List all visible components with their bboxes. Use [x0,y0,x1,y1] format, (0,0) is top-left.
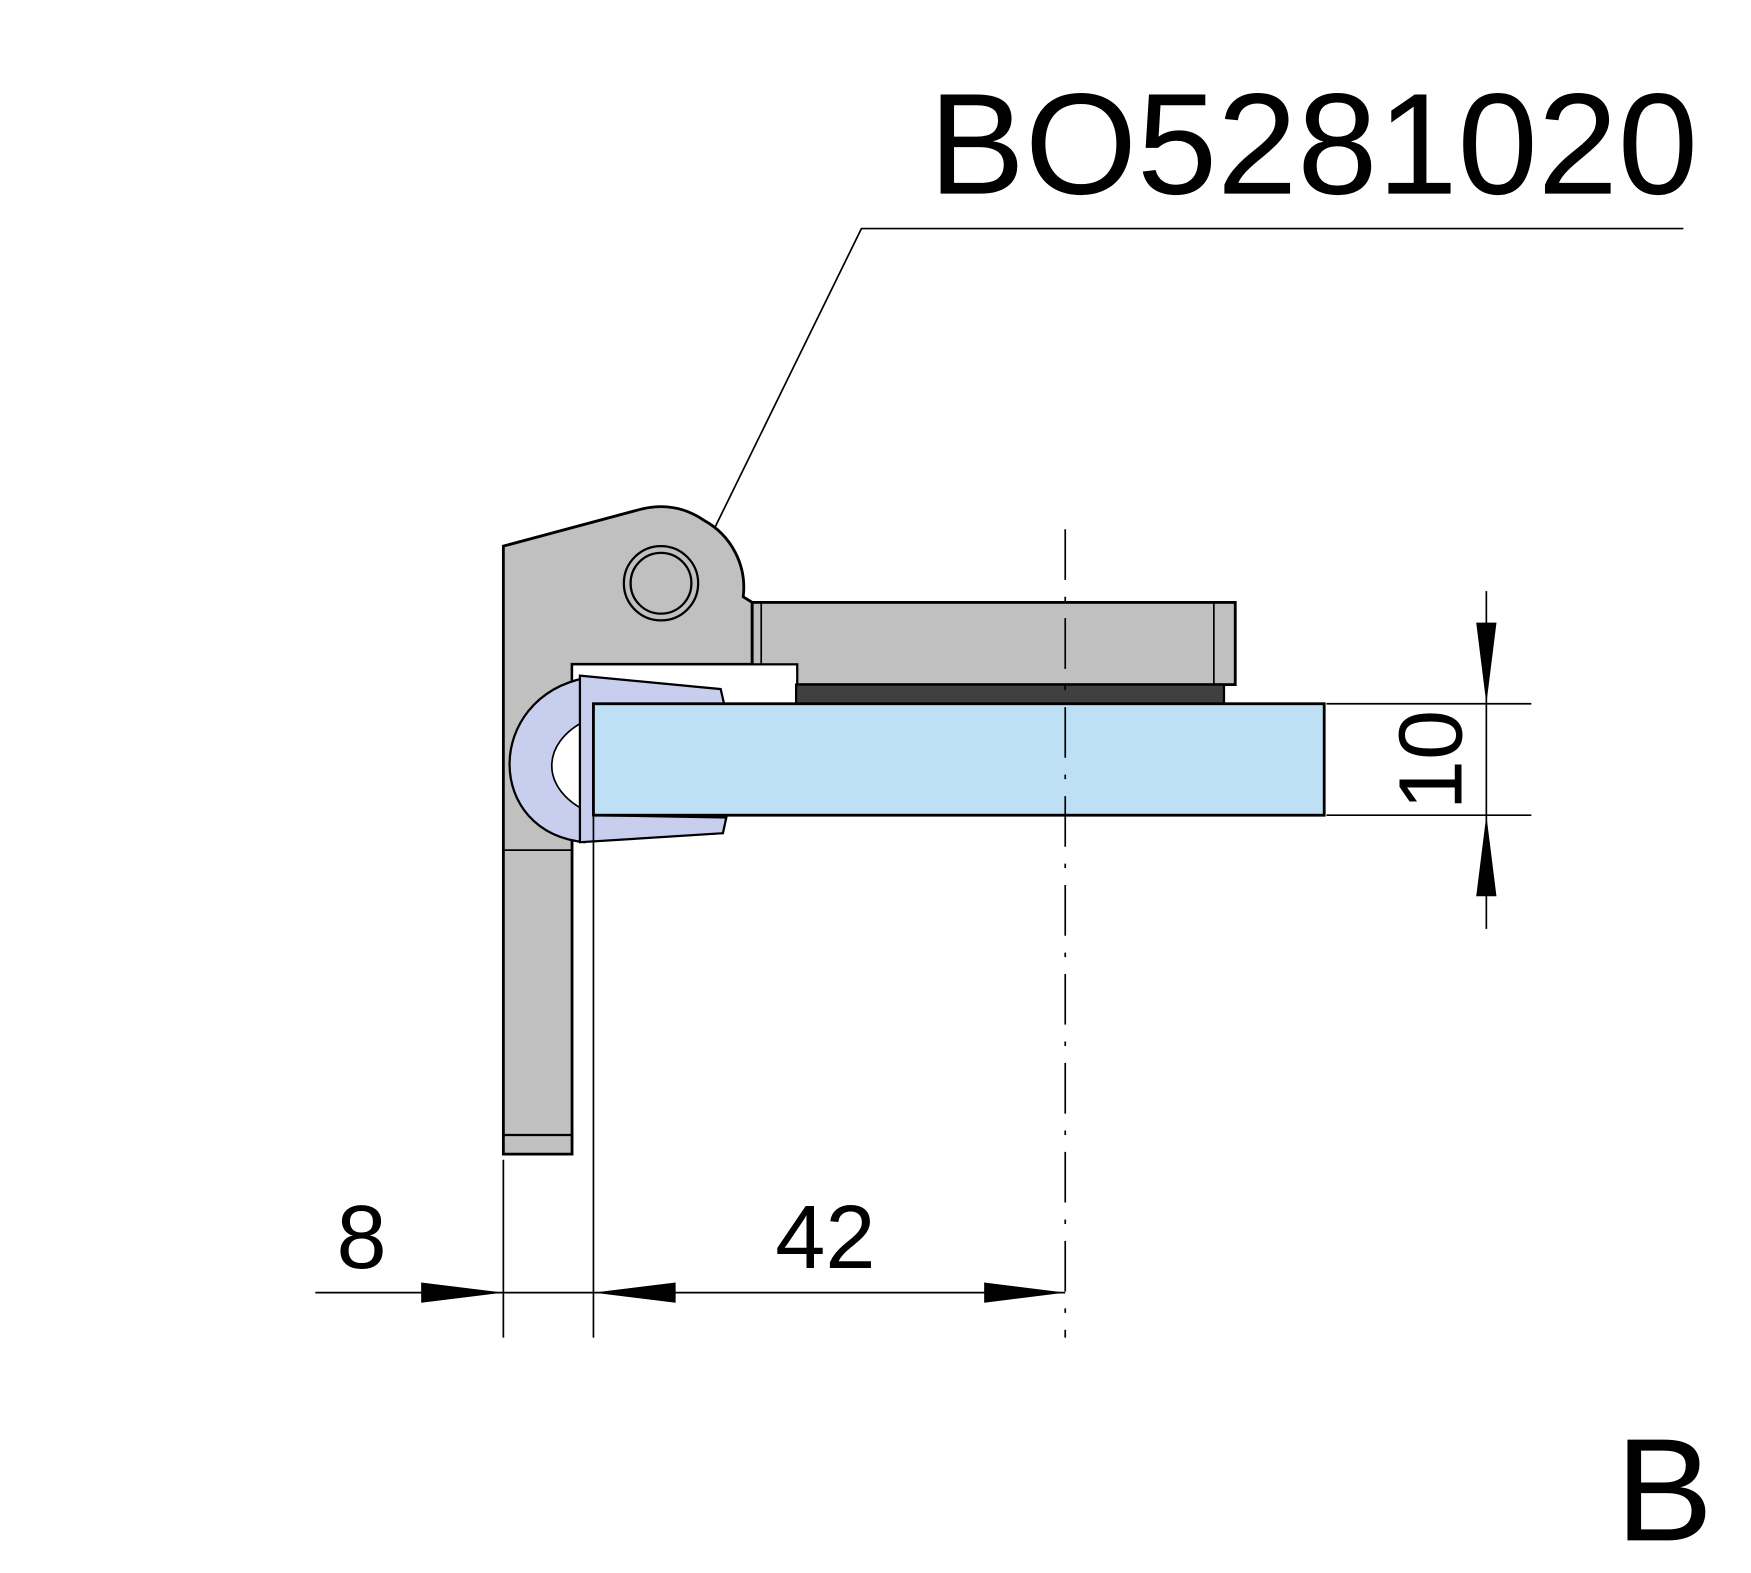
arrow-icon [1476,622,1497,704]
hinge-wall-plate [501,505,754,1156]
leader-line [663,227,1684,631]
seal-bulb [508,676,586,844]
dim-10-label: 10 [1381,710,1482,810]
seal-bulb-hollow [551,719,586,812]
gasket [794,683,1226,705]
dim-42-label: 42 [775,1187,875,1288]
arrow-icon [1476,815,1497,897]
arrow-icon [593,1282,676,1303]
view-label: B [1615,1408,1713,1572]
pivot-pin-inner [629,551,693,615]
glass-panel [592,702,1326,817]
clamp-body [750,600,1237,687]
arrow-icon [984,1282,1066,1303]
arrow-icon [421,1282,504,1303]
dim-8-label: 8 [336,1187,386,1288]
part-number-label: BO5281020 [929,64,1698,225]
pivot-pin-outer [622,544,700,622]
